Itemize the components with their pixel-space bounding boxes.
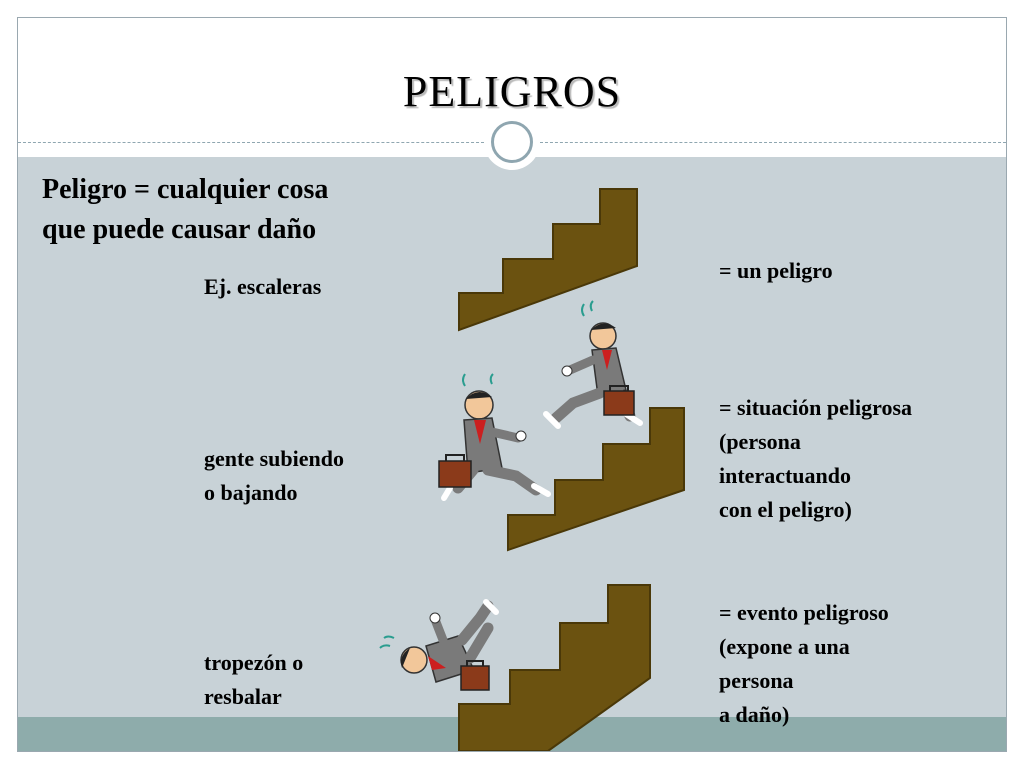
running-man-icon	[543, 300, 643, 429]
example-trip-description: = evento peligroso (expone a una persona…	[719, 600, 889, 727]
example-trip-label: tropezón o resbalar	[204, 650, 304, 709]
slide: PELIGROS	[17, 17, 1007, 752]
running-man-icon	[438, 373, 551, 501]
divider-line-left	[18, 142, 484, 143]
stairs-icon	[507, 407, 685, 552]
falling-man-icon	[379, 599, 499, 691]
illustrations	[379, 188, 685, 751]
example-stairs-label: Ej. escaleras	[204, 274, 322, 299]
stairs-icon	[458, 188, 638, 332]
stairs-icon	[458, 584, 651, 751]
circle-ornament-icon	[484, 114, 540, 170]
example-stairs-description: = un peligro	[719, 258, 833, 283]
example-people-label: gente subiendo o bajando	[204, 446, 344, 505]
slide-title: PELIGROS	[402, 67, 622, 116]
divider-line-right	[540, 142, 1006, 143]
example-people-description: = situación peligrosa (persona interactu…	[719, 395, 913, 522]
definition-text: Peligro = cualquier cosa que puede causa…	[42, 174, 329, 245]
